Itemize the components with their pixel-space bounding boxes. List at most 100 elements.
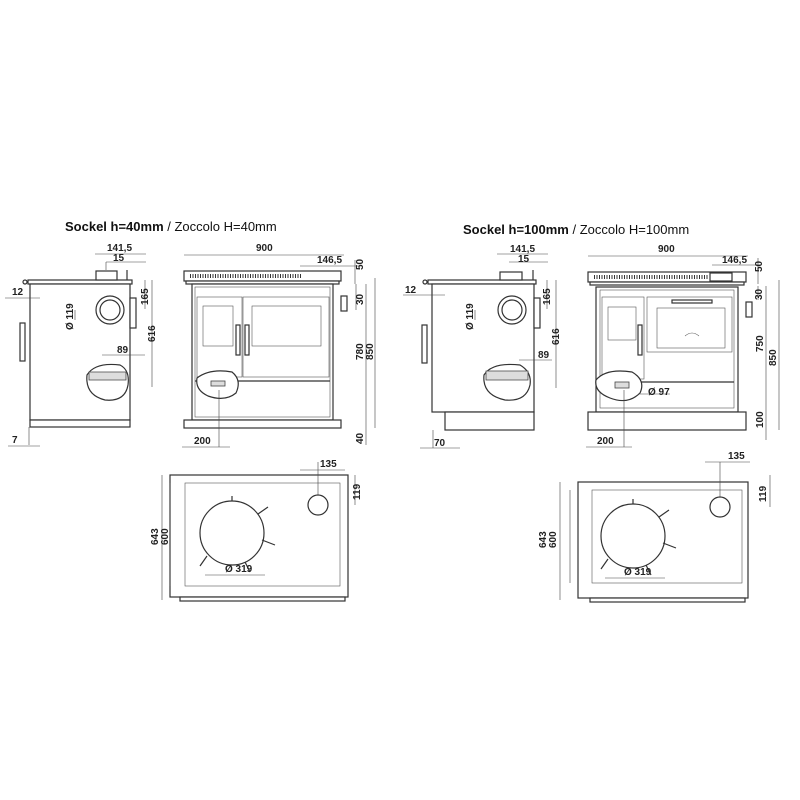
drawing-line [501,299,523,321]
dim-label: 643 [150,528,161,545]
dim-label: 850 [768,349,779,366]
drawing-line [307,494,329,516]
drawing-line [202,305,234,347]
dim-label: 30 [754,288,765,300]
dim-label: 15 [518,254,530,265]
front-view: 900 146,5 50 30 780 850 40 200 [182,243,376,448]
sockel [444,411,535,431]
hotplate [199,500,265,566]
dim-label: 165 [542,288,553,305]
drawing-line: Sockel h=100mm [463,222,569,237]
top-view: 135 119 643 600 Ø 319 [150,459,363,602]
dim-label: 100 [755,411,766,428]
hotplate [600,503,666,569]
side-handle [421,324,428,364]
drawing-line [244,324,250,356]
dim-label: 141,5 [510,244,535,255]
dim-label: 30 [355,293,366,305]
drawing-line [589,597,746,603]
drawing-line [637,324,643,356]
drawing-line [589,281,745,286]
dim-label: 135 [320,459,337,470]
drawing-line [646,296,733,353]
dim-label: 200 [194,436,211,447]
dim-label: Ø 97 [648,387,670,398]
dim-label: 40 [355,432,366,444]
drawing-line: / Zoccolo H=100mm [569,222,689,237]
dim-label: 141,5 [107,243,132,254]
dim-label: 600 [160,528,171,545]
drawing-line [422,279,428,285]
dim-label: 146,5 [317,255,342,266]
drawing-line [210,380,226,387]
dim-label: 89 [117,345,129,356]
dim-label: Ø 119 [65,303,76,330]
drawing-line [179,596,346,602]
drawing-line [600,499,677,576]
panel-title: Sockel h=40mm / Zoccolo H=40mm [65,219,277,234]
drawing-line [591,489,743,584]
drawing-line [27,279,133,285]
dim-label: 70 [434,438,446,449]
drawing-line [99,299,121,321]
dim-label: 750 [755,335,766,352]
sockel [183,419,342,429]
dim-label: 12 [12,287,24,298]
dim-label: 50 [754,260,765,272]
dim-label: 165 [140,288,151,305]
flue-pipe [499,271,523,281]
drawing-line: / Zoccolo H=40mm [164,219,277,234]
drawing-line [194,286,331,418]
dim-label: 7 [12,435,18,446]
dim-label: 643 [538,531,549,548]
drawing-line [607,306,637,341]
drawing-line: Sockel h=40mm [65,219,164,234]
drawing-line [485,370,529,381]
side-handle [19,322,26,362]
flue-pipe [95,270,118,281]
drawing-line [88,371,127,381]
side-view: 141,5 15 12 165 616 Ø 119 89 70 [403,244,562,449]
panel-sockel-100: Sockel h=100mm / Zoccolo H=100mm 141 [403,222,780,603]
dim-label: Ø 319 [624,567,652,578]
dim-label: 616 [147,325,158,342]
dim-label: 12 [405,285,417,296]
side-view: 141,5 15 12 165 616 Ø 119 89 7 [5,243,158,447]
ash-detail [86,363,129,401]
drawing-line [235,324,241,356]
drawing-line [199,496,276,573]
dim-label: 200 [597,436,614,447]
dim-label: 15 [113,253,125,264]
panel-sockel-40: Sockel h=40mm / Zoccolo H=40mm [5,219,376,602]
front-view: 900 146,5 50 30 750 850 100 200 Ø 97 [586,244,780,448]
dim-label: 119 [352,483,363,500]
drawing-line [242,296,330,378]
panel-title: Sockel h=100mm / Zoccolo H=100mm [463,222,689,237]
front-body [191,283,334,421]
dim-label: 89 [538,350,550,361]
dim-label: 850 [365,343,376,360]
drawing-line [656,307,726,349]
drawing-line [340,295,348,312]
drawing-line [427,279,537,285]
drawing-line [671,299,713,304]
drawing-line [599,289,735,409]
dim-label: Ø 119 [465,303,476,330]
drawing-line [684,332,700,337]
drawing-line [22,279,28,285]
drawing-line [745,301,753,318]
dim-label: 900 [658,244,675,255]
top-view: 135 119 643 600 Ø 319 [538,451,771,603]
dim-label: 616 [551,328,562,345]
drawing-line [251,305,322,347]
dim-label: 900 [256,243,273,254]
drawing-line [709,496,731,518]
dim-label: Ø 319 [225,564,253,575]
dim-label: 780 [355,343,366,360]
dim-label: 146,5 [722,255,747,266]
dim-label: 119 [758,485,769,502]
drawing-line [614,381,630,389]
drawing-line [533,297,541,329]
drawing-line [129,297,137,329]
